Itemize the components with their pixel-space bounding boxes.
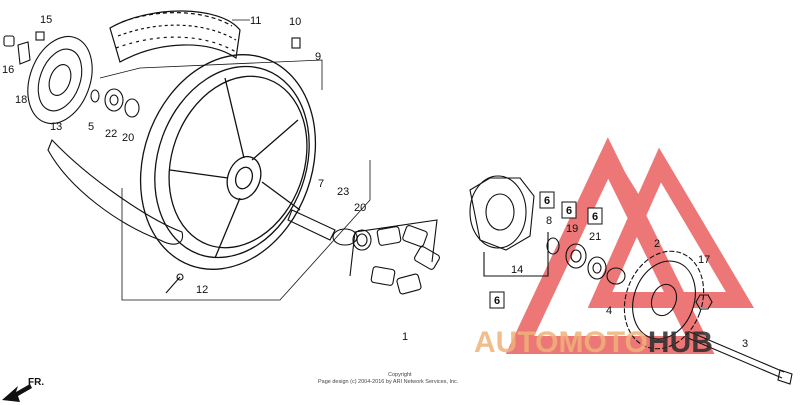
sprocket-hub [469,175,549,277]
small-fasteners [3,31,713,310]
callout-7: 7 [318,178,324,190]
axle-collar [287,209,372,251]
callout-20a: 20 [122,132,134,144]
boxed-ref-6a: 6 [544,195,550,207]
callout-9: 9 [315,51,321,63]
callout-3: 3 [742,338,748,350]
callout-5: 5 [88,121,94,133]
brake-disc [27,35,93,125]
callout-15: 15 [40,14,52,26]
callout-18: 18 [15,94,27,106]
damper-rubbers [349,219,440,295]
callout-1: 1 [402,331,408,343]
front-direction-label: FR. [28,377,44,388]
callout-19: 19 [566,223,578,235]
callout-4: 4 [606,305,612,317]
callout-12: 12 [196,284,208,296]
bearings-top [90,88,140,118]
callout-13: 13 [50,121,62,133]
callout-11: 11 [250,15,261,27]
tire [109,10,241,63]
callout-8: 8 [546,215,552,227]
drive-sprocket [623,250,705,350]
copyright-line-1: Copyright [388,372,412,378]
front-arrow-icon [2,384,32,402]
callout-labels: 1 2 3 4 5 7 8 9 10 11 12 13 14 15 16 17 … [2,14,748,350]
disc-cover [47,138,184,245]
boxed-ref-6c: 6 [592,211,598,223]
bearing-stack [546,237,626,285]
copyright-line-2: Page design (c) 2004-2016 by ARI Network… [318,379,459,385]
watermark-logo [505,137,755,354]
wheel-rim [139,54,317,270]
callout-10: 10 [289,16,301,28]
callout-22: 22 [105,128,117,140]
callout-21: 21 [589,231,601,243]
callout-17: 17 [698,254,710,266]
callout-14: 14 [511,264,523,276]
callout-16: 16 [2,64,14,76]
boxed-ref-6d: 6 [494,295,500,307]
callout-23: 23 [337,186,349,198]
boxed-references: 6 6 6 6 [489,191,603,309]
rear-axle [687,331,793,385]
callout-2: 2 [654,238,660,250]
boxed-ref-6b: 6 [566,205,572,217]
callout-20b: 20 [354,202,366,214]
leader-lines [99,19,371,301]
watermark-text: AUTOMOTOHUB [474,326,713,359]
